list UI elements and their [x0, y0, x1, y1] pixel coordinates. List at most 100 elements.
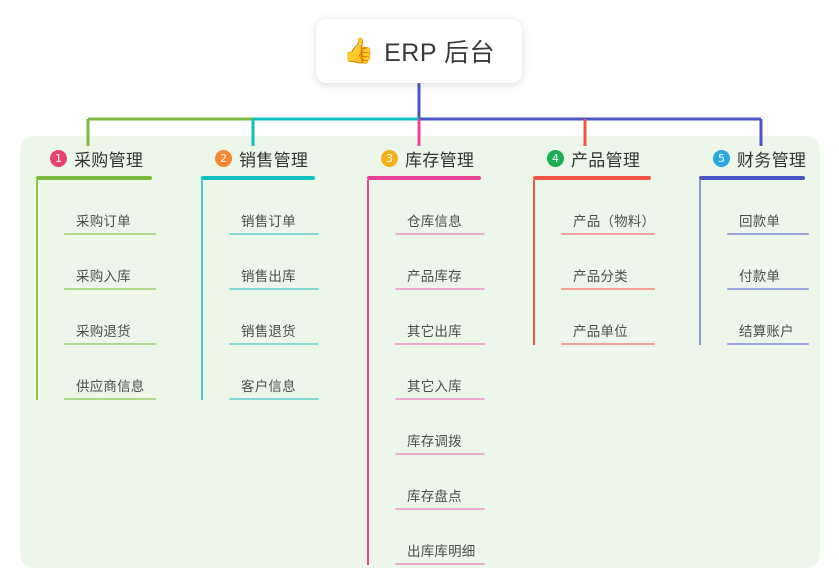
menu-item-rule [395, 508, 485, 510]
column-5: 5 财务管理回款单付款单结算账户 [699, 146, 839, 345]
column-badge-2: 2 [215, 149, 232, 167]
menu-item[interactable]: 结算账户 [727, 290, 839, 345]
menu-item-rule [64, 398, 156, 400]
menu-item-label: 采购退货 [76, 324, 131, 339]
diagram-panel [20, 136, 820, 568]
menu-item-label: 产品库存 [407, 269, 462, 284]
menu-item-rule [561, 233, 655, 235]
menu-item-label: 付款单 [739, 269, 781, 284]
menu-item-rule [229, 288, 319, 290]
menu-item-label: 产品分类 [573, 269, 628, 284]
menu-item[interactable]: 产品单位 [561, 290, 685, 345]
menu-item[interactable]: 产品分类 [561, 235, 685, 290]
root-title: ERP 后台 [384, 39, 496, 67]
menu-item[interactable]: 产品库存 [395, 235, 515, 290]
menu-item-label: 供应商信息 [76, 379, 145, 394]
menu-item-label: 结算账户 [739, 324, 794, 339]
menu-item-label: 出库库明细 [407, 544, 476, 559]
column-header-3[interactable]: 3 库存管理 [367, 146, 515, 170]
menu-item[interactable]: 库存盘点 [395, 455, 515, 510]
column-rule-5 [699, 176, 805, 180]
column-badge-5: 5 [713, 149, 730, 167]
root-node-card[interactable]: 👍 ERP 后台 [316, 19, 522, 83]
menu-item-rule [561, 343, 655, 345]
menu-item-label: 库存盘点 [407, 489, 462, 504]
column-items-4: 产品（物料） 产品分类产品单位 [533, 180, 685, 345]
menu-item-label: 库存调拨 [407, 434, 462, 449]
column-spine-1 [36, 180, 38, 400]
column-title-4: 产品管理 [571, 150, 641, 170]
column-items-3: 仓库信息产品库存其它出库其它入库库存调拨库存盘点出库库明细 [367, 180, 515, 565]
menu-item-label: 其它入库 [407, 379, 462, 394]
column-title-2: 销售管理 [239, 150, 309, 170]
menu-item[interactable]: 客户信息 [229, 345, 349, 400]
menu-item[interactable]: 供应商信息 [64, 345, 186, 400]
column-badge-1: 1 [50, 149, 67, 167]
column-badge-3: 3 [381, 149, 398, 167]
menu-item-rule [561, 288, 655, 290]
column-spine-3 [367, 180, 369, 565]
menu-item-rule [727, 288, 809, 290]
column-header-2[interactable]: 2 销售管理 [201, 146, 349, 170]
menu-item[interactable]: 采购订单 [64, 180, 186, 235]
column-items-2: 销售订单销售出库销售退货客户信息 [201, 180, 349, 400]
menu-item-label: 销售订单 [241, 214, 296, 229]
column-title-5: 财务管理 [737, 150, 807, 170]
menu-item[interactable]: 销售退货 [229, 290, 349, 345]
column-4: 4 产品管理产品（物料） 产品分类产品单位 [533, 146, 685, 345]
column-rule-1 [36, 176, 152, 180]
menu-item-label: 回款单 [739, 214, 781, 229]
menu-item-rule [395, 233, 485, 235]
menu-item-rule [64, 288, 156, 290]
column-badge-4: 4 [547, 149, 564, 167]
menu-item-label: 采购订单 [76, 214, 131, 229]
column-items-1: 采购订单采购入库采购退货供应商信息 [36, 180, 186, 400]
menu-item-rule [229, 343, 319, 345]
menu-item[interactable]: 其它入库 [395, 345, 515, 400]
column-spine-2 [201, 180, 203, 400]
menu-item-label: 仓库信息 [407, 214, 462, 229]
column-rule-4 [533, 176, 651, 180]
column-spine-4 [533, 180, 535, 345]
menu-item-label: 采购入库 [76, 269, 131, 284]
menu-item[interactable]: 采购入库 [64, 235, 186, 290]
thumbs-up-icon: 👍 [342, 36, 375, 65]
menu-item-label: 其它出库 [407, 324, 462, 339]
menu-item[interactable]: 库存调拨 [395, 400, 515, 455]
column-header-1[interactable]: 1 采购管理 [36, 146, 186, 170]
menu-item[interactable]: 付款单 [727, 235, 839, 290]
column-3: 3 库存管理仓库信息产品库存其它出库其它入库库存调拨库存盘点出库库明细 [367, 146, 515, 565]
menu-item-rule [395, 453, 485, 455]
menu-item-rule [395, 288, 485, 290]
column-title-1: 采购管理 [74, 150, 144, 170]
menu-item-rule [395, 343, 485, 345]
menu-item-label: 客户信息 [241, 379, 296, 394]
menu-item[interactable]: 销售订单 [229, 180, 349, 235]
menu-item-rule [64, 343, 156, 345]
menu-item-rule [727, 233, 809, 235]
column-spine-5 [699, 180, 701, 345]
menu-item-rule [395, 398, 485, 400]
menu-item-label: 销售出库 [241, 269, 296, 284]
menu-item-rule [229, 233, 319, 235]
menu-item[interactable]: 出库库明细 [395, 510, 515, 565]
menu-item[interactable]: 产品（物料） [561, 180, 685, 235]
column-title-3: 库存管理 [405, 150, 475, 170]
column-1: 1 采购管理采购订单采购入库采购退货供应商信息 [36, 146, 186, 400]
menu-item-label: 产品单位 [573, 324, 628, 339]
menu-item-rule [64, 233, 156, 235]
menu-item-rule [229, 398, 319, 400]
menu-item-rule [727, 343, 809, 345]
menu-item[interactable]: 仓库信息 [395, 180, 515, 235]
column-items-5: 回款单付款单结算账户 [699, 180, 839, 345]
column-header-5[interactable]: 5 财务管理 [699, 146, 839, 170]
menu-item[interactable]: 销售出库 [229, 235, 349, 290]
menu-item[interactable]: 采购退货 [64, 290, 186, 345]
menu-item[interactable]: 其它出库 [395, 290, 515, 345]
menu-item[interactable]: 回款单 [727, 180, 839, 235]
menu-item-rule [395, 563, 485, 565]
column-header-4[interactable]: 4 产品管理 [533, 146, 685, 170]
column-rule-3 [367, 176, 481, 180]
menu-item-label: 产品（物料） [573, 214, 656, 229]
column-rule-2 [201, 176, 315, 180]
